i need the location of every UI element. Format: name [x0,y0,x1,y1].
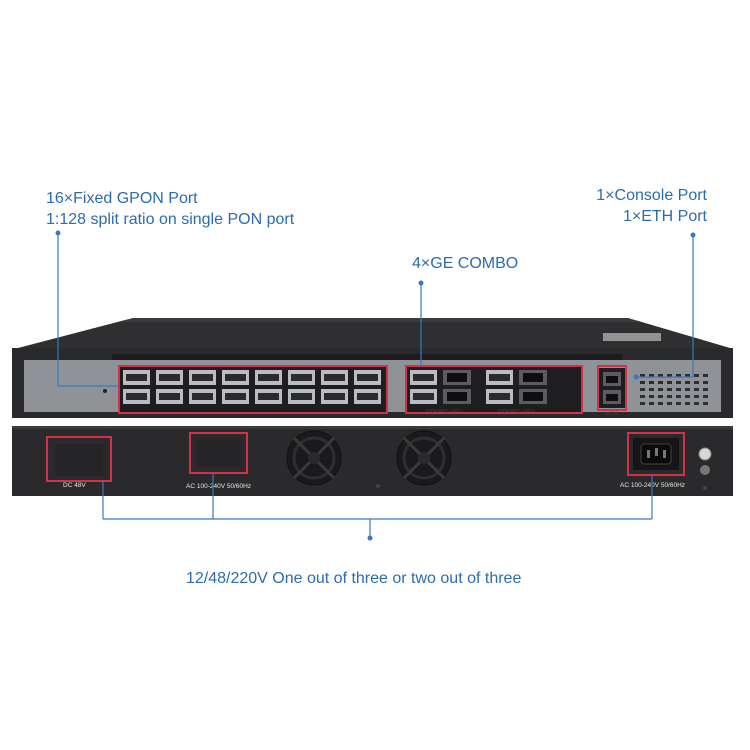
fan-right [396,430,452,486]
chassis-top [18,318,730,348]
combo-callout: 4×GE COMBO [412,255,519,272]
eth-label: ETH [605,411,617,417]
gpon-highlight-box [118,365,388,414]
fan-left [286,430,342,486]
gpon-callout-line2: 1:128 split ratio on single PON port [46,211,295,228]
console-highlight-box [597,365,627,411]
chassis-sticker [603,333,661,341]
power-callout: 12/48/220V One out of three or two out o… [186,570,522,587]
console-eth-block [599,368,625,408]
status-led-grid [640,374,708,405]
dc-psu-box [46,436,112,482]
dc-psu-label: DC 48V [63,482,86,489]
ac-psu-left-box [189,432,248,474]
leader-dots [55,230,696,541]
ground-screw-icon [698,447,712,461]
ac-psu-left-label: AC 100-240V 50/60Hz [186,483,251,490]
rear-chassis [12,426,733,496]
combo-highlight-box [405,365,583,414]
console-callout-line2: 1×ETH Port [622,208,707,225]
leader-lines [57,233,694,538]
ac-psu-right-box [627,432,685,476]
ground-symbol-icon [700,465,710,475]
console-callout: 1×Console Port 1×ETH Port [596,185,707,227]
reset-button[interactable] [103,389,107,393]
console-callout-line1: 1×Console Port [596,187,707,204]
gpon-callout-line1: 16×Fixed GPON Port [46,190,198,207]
ac-psu-left-slot [196,439,241,467]
gpon-callout: 16×Fixed GPON Port 1:128 split ratio on … [46,188,294,230]
dc-psu-slot [55,444,103,476]
